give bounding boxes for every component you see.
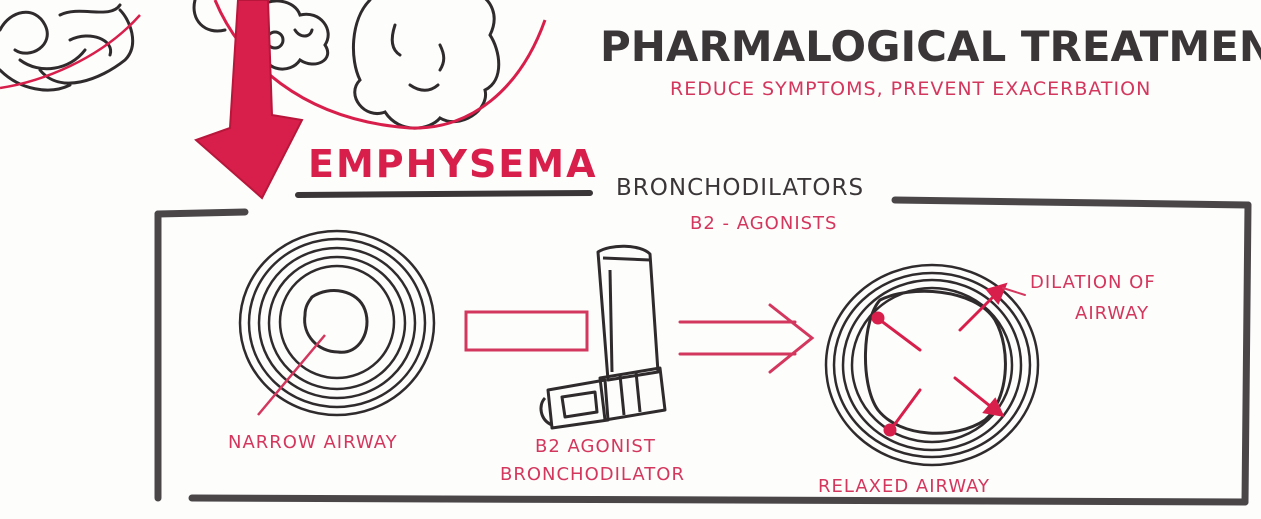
lung-sketch-top-left bbox=[0, 3, 135, 92]
section-title: BRONCHODILATORS bbox=[616, 175, 865, 201]
emphysema-underline bbox=[295, 190, 593, 198]
red-curve-top-left bbox=[0, 14, 141, 90]
page-subtitle: REDUCE SYMPTOMS, PREVENT EXACERBATION bbox=[670, 78, 1152, 100]
hollow-block-arrow bbox=[464, 310, 589, 352]
inhaler-icon bbox=[539, 244, 667, 430]
alveoli-cluster bbox=[192, 0, 501, 130]
double-arrow-icon bbox=[678, 303, 815, 374]
dilation-label-line2: AIRWAY bbox=[1075, 303, 1150, 324]
emphysema-label: EMPHYSEMA bbox=[308, 142, 598, 186]
dilation-label-line1: DILATION OF bbox=[1030, 272, 1156, 293]
relaxed-airway-label: RELAXED AIRWAY bbox=[818, 476, 991, 497]
narrow-airway-pointer bbox=[257, 334, 326, 416]
dilation-arrows bbox=[871, 282, 1026, 437]
red-arrow-down-icon bbox=[194, 0, 304, 200]
page-title: PHARMALOGICAL TREATMENT bbox=[600, 22, 1261, 71]
bronchodilator-box bbox=[154, 196, 1252, 506]
narrow-airway-label: NARROW AIRWAY bbox=[228, 432, 398, 453]
narrow-airway-circles bbox=[238, 229, 436, 417]
agonist-label-line1: B2 AGONIST bbox=[535, 436, 656, 457]
relaxed-airway-circles bbox=[824, 263, 1040, 467]
agonist-label-line2: BRONCHODILATOR bbox=[500, 464, 685, 485]
section-subtitle: B2 - AGONISTS bbox=[690, 213, 838, 234]
